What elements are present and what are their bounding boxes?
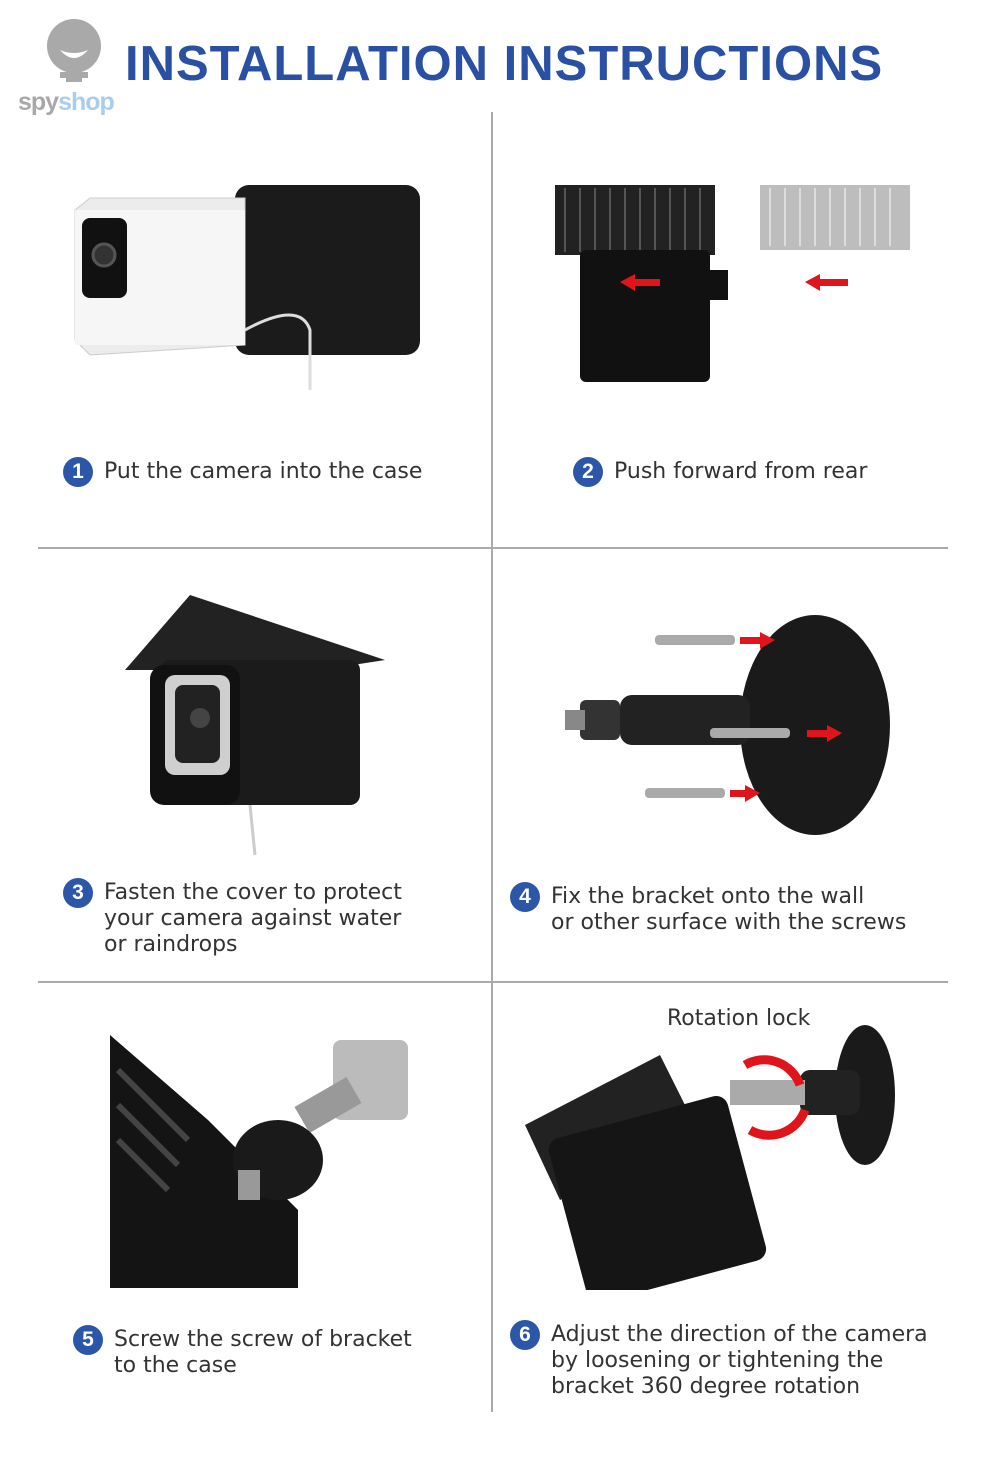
rotation-arrow-icon	[747, 1108, 810, 1140]
step-text-line: Adjust the direction of the camera	[551, 1322, 928, 1347]
divider-horizontal	[38, 547, 948, 549]
step-number-badge: 6	[510, 1320, 540, 1350]
divider-horizontal	[38, 981, 948, 983]
step-text-line: Fasten the cover to protect	[104, 880, 402, 905]
step-text-line: by loosening or tightening the	[551, 1348, 884, 1373]
wall-bracket-with-screws-illustration	[565, 615, 890, 835]
arrow-right-icon	[730, 785, 760, 802]
logo-text-spy: spy	[18, 88, 59, 116]
logo-text-shop: shop	[58, 88, 115, 116]
step-number-badge: 3	[63, 878, 93, 908]
arrow-right-icon	[807, 725, 842, 742]
case-and-cover-illustration	[555, 185, 910, 382]
arrow-left-icon	[620, 274, 660, 291]
arrow-left-icon	[805, 274, 848, 291]
step-text-line: Fix the bracket onto the wall	[551, 884, 865, 909]
page-title: INSTALLATION INSTRUCTIONS	[125, 37, 884, 91]
step-text-line: Push forward from rear	[614, 459, 868, 484]
step-text-line: or raindrops	[104, 932, 238, 957]
logo-text: spyshop	[18, 88, 115, 117]
step-number-badge: 1	[63, 457, 93, 487]
arrow-right-icon	[740, 632, 775, 649]
rotation-adjust-illustration	[525, 1025, 895, 1290]
camera-with-cover-illustration	[125, 595, 385, 856]
rotation-arrow-icon	[742, 1055, 805, 1087]
ninja-mascot-icon	[47, 19, 101, 82]
step-text-line: to the case	[114, 1353, 237, 1378]
step-text-line: your camera against water	[104, 906, 402, 931]
step-text-line: Put the camera into the case	[104, 459, 423, 484]
step-text-line: or other surface with the screws	[551, 910, 907, 935]
step-number-badge: 2	[573, 457, 603, 487]
rotation-lock-label: Rotation lock	[667, 1006, 811, 1031]
step-text-line: Screw the screw of bracket	[114, 1327, 412, 1352]
camera-in-case-illustration	[74, 185, 420, 390]
step-text-line: bracket 360 degree rotation	[551, 1374, 861, 1399]
screw-bracket-to-case-illustration	[110, 1035, 408, 1288]
step-number-badge: 4	[510, 882, 540, 912]
step-number-badge: 5	[73, 1325, 103, 1355]
divider-vertical	[491, 112, 493, 1412]
logo	[18, 14, 133, 124]
